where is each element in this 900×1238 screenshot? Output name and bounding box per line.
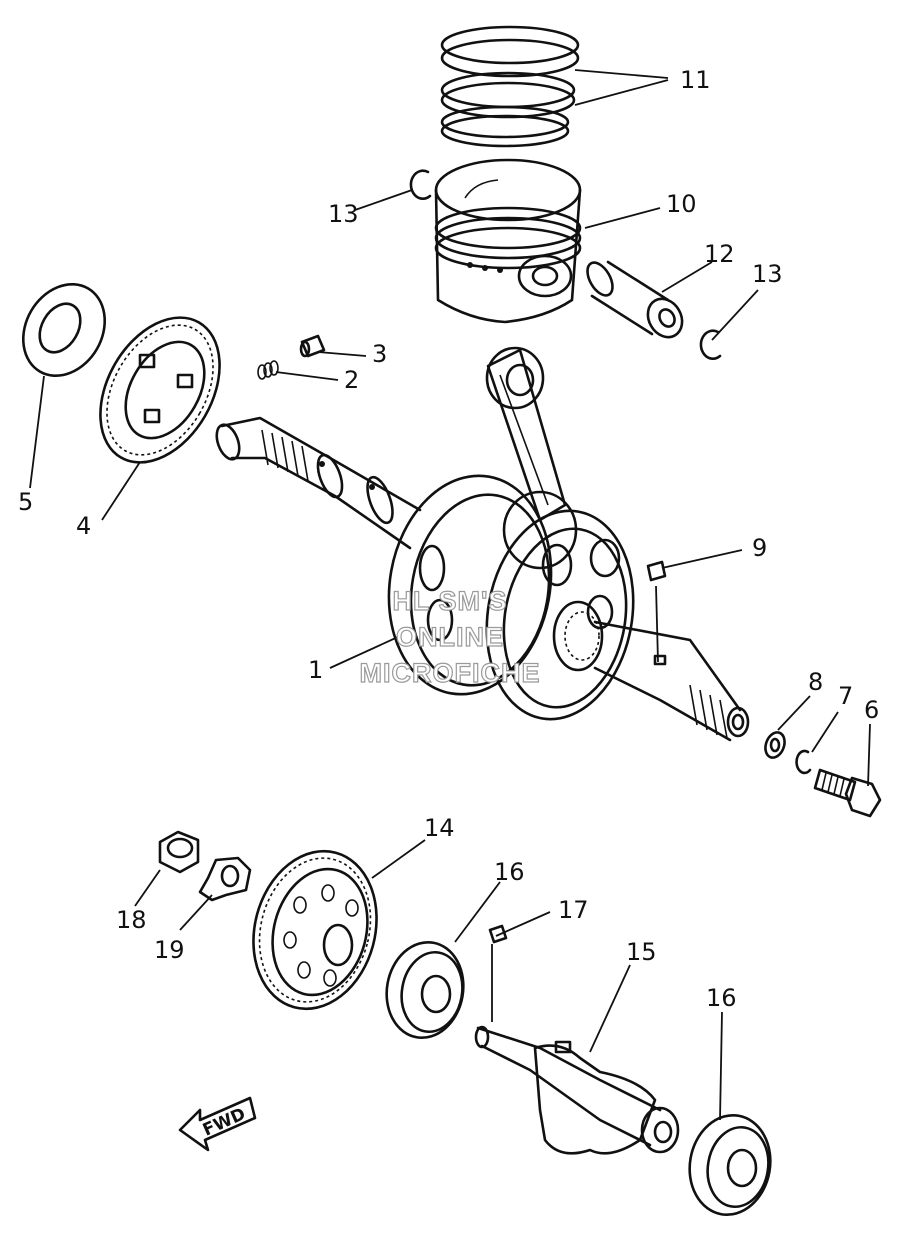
callout-12: 12 <box>704 240 735 268</box>
watermark-line-2: ONLINE <box>396 622 504 652</box>
callout-2: 2 <box>344 366 359 394</box>
callout-8: 8 <box>808 668 823 696</box>
balancer-shaft <box>474 1025 680 1155</box>
callout-labels: 11 10 13 12 13 3 2 5 4 9 1 8 7 6 14 16 1… <box>18 66 879 1012</box>
callout-11: 11 <box>680 66 711 94</box>
callout-18: 18 <box>116 906 147 934</box>
balancer-gear <box>252 849 378 1011</box>
nut <box>158 830 200 874</box>
callout-15: 15 <box>626 938 657 966</box>
woodruff-key <box>646 560 667 582</box>
callout-14: 14 <box>424 814 455 842</box>
forward-direction-marker: FWD <box>178 1096 257 1152</box>
callout-6: 6 <box>864 696 879 724</box>
callout-16-right: 16 <box>706 984 737 1012</box>
callout-19: 19 <box>154 936 185 964</box>
callout-1: 1 <box>308 656 323 684</box>
piston-rings <box>440 25 580 148</box>
callout-5: 5 <box>18 488 33 516</box>
piston <box>434 158 582 324</box>
bearing-right <box>688 1113 772 1217</box>
callout-7: 7 <box>838 682 853 710</box>
watermark-line-1: HL SM'S <box>393 586 508 616</box>
callout-16-left: 16 <box>494 858 525 886</box>
bolt <box>813 768 882 818</box>
spring <box>257 360 279 380</box>
leader-lines <box>29 69 871 1121</box>
key-small <box>488 924 508 944</box>
watermark-line-3: MICROFICHE <box>360 658 541 688</box>
bearing-left <box>385 940 465 1040</box>
lock-washer <box>198 856 252 902</box>
circlip-small <box>795 749 812 775</box>
piston-pin <box>586 260 684 339</box>
circlip-right <box>699 329 722 360</box>
watermark: HL SM'S ONLINE MICROFICHE <box>359 585 541 688</box>
washer-small <box>764 731 786 759</box>
washer <box>21 282 107 378</box>
callout-4: 4 <box>76 512 91 540</box>
circlip-top <box>409 169 432 200</box>
pin <box>299 334 326 358</box>
callout-13-right: 13 <box>752 260 783 288</box>
callout-9: 9 <box>752 534 767 562</box>
callout-10: 10 <box>666 190 697 218</box>
rotor-gear <box>99 316 221 464</box>
crankshaft-assembly <box>215 346 750 742</box>
callout-13-top: 13 <box>328 200 359 228</box>
callout-17: 17 <box>558 896 589 924</box>
callout-3: 3 <box>372 340 387 368</box>
